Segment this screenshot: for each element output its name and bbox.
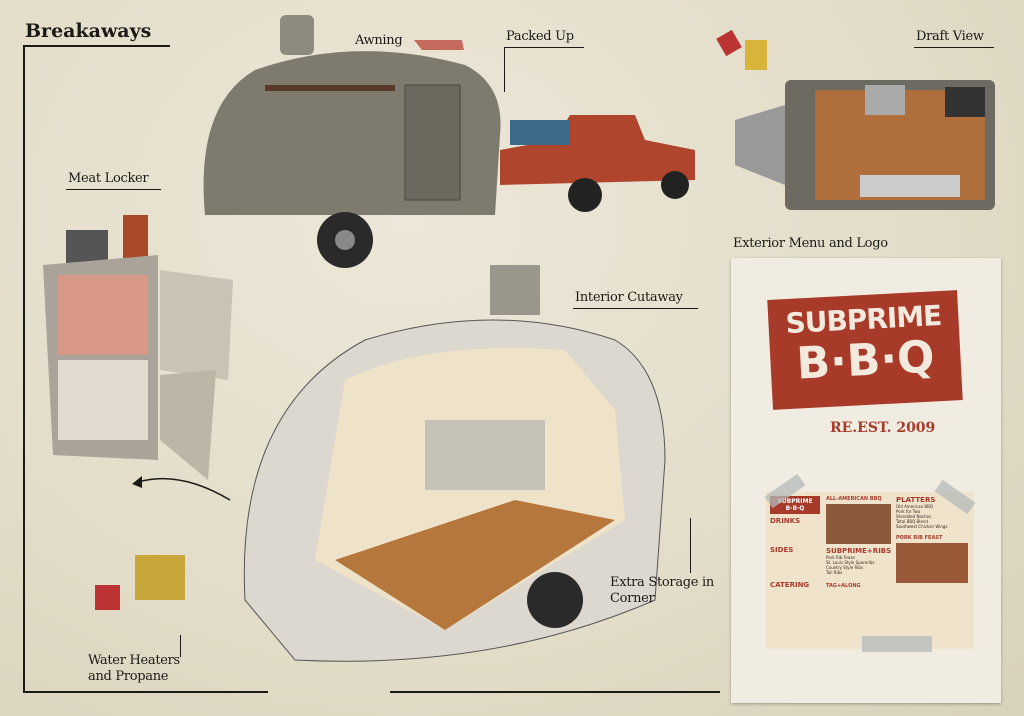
meat-locker-illustration xyxy=(43,215,233,480)
rib-item: Country Style Ribs xyxy=(826,565,863,570)
bbq-photo xyxy=(826,504,891,544)
packed-up-leader xyxy=(504,47,505,92)
platter-item: Southwest Chicken Wings xyxy=(896,524,948,529)
extra-storage-leader xyxy=(690,518,691,573)
label-extra-storage: Extra Storage in Corner xyxy=(610,575,714,606)
packed-trailer-illustration xyxy=(203,15,501,268)
frame-line-bottom-right xyxy=(390,691,720,693)
menu-platters: PLATTERS xyxy=(896,496,936,504)
water-heaters-leader xyxy=(180,635,181,657)
menu-sides: SIDES xyxy=(770,546,794,554)
ribs-photo xyxy=(896,543,968,583)
label-awning: Awning xyxy=(355,33,403,48)
awning-icon xyxy=(414,40,464,50)
rib-item: Pork Rib Tease xyxy=(826,555,855,560)
label-exterior-menu: Exterior Menu and Logo xyxy=(733,236,888,251)
mini-logo-text2: B·B·Q xyxy=(785,505,805,512)
title-underline xyxy=(23,45,170,47)
menu-featured-left: ALL-AMERICAN BBQ xyxy=(826,496,882,502)
menu-catering: CATERING xyxy=(770,581,810,589)
subprime-bbq-logo: SUBPRIME B·B·Q xyxy=(767,290,963,410)
rib-item: Tail Ribs xyxy=(826,570,843,575)
mini-logo-text: SUBPRIME xyxy=(777,498,813,505)
platter-item: Total BBQ Blend xyxy=(896,519,928,524)
label-packed-up: Packed Up xyxy=(506,29,574,44)
label-interior-cutaway: Interior Cutaway xyxy=(575,290,683,305)
pickup-truck-illustration xyxy=(500,115,695,212)
platter-item: Pork for Two xyxy=(896,509,921,514)
interior-cutaway-illustration xyxy=(95,265,666,662)
label-draft-view: Draft View xyxy=(916,29,984,44)
label-water-heaters: Water Heaters and Propane xyxy=(88,653,180,684)
frame-line-left xyxy=(23,47,25,692)
menu-drinks: DRINKS xyxy=(770,517,801,525)
tape xyxy=(862,636,932,652)
sheet-title: Breakaways xyxy=(25,20,152,42)
menu-tag-along: TAG+ALONG xyxy=(826,583,861,589)
menu-ribs: SUBPRIME+RIBS xyxy=(826,547,892,555)
draft-view-illustration xyxy=(716,29,995,210)
frame-line-bottom-left xyxy=(23,691,268,693)
arrow-icon xyxy=(132,476,231,501)
platter-item: Old American BBQ xyxy=(896,504,934,509)
label-meat-locker: Meat Locker xyxy=(68,171,149,186)
logo-line2: B·B·Q xyxy=(795,331,936,390)
packed-up-underline xyxy=(504,47,584,48)
interior-cutaway-underline xyxy=(573,308,698,309)
logo-established: RE.EST. 2009 xyxy=(830,420,936,436)
rib-item: St. Louis Style Spareribs xyxy=(826,560,875,565)
menu-featured-right: PORK RIB FEAST xyxy=(896,535,943,541)
meat-locker-underline xyxy=(66,189,161,190)
platter-item: Shredded Nachos xyxy=(896,514,932,519)
draft-view-underline xyxy=(914,47,994,48)
